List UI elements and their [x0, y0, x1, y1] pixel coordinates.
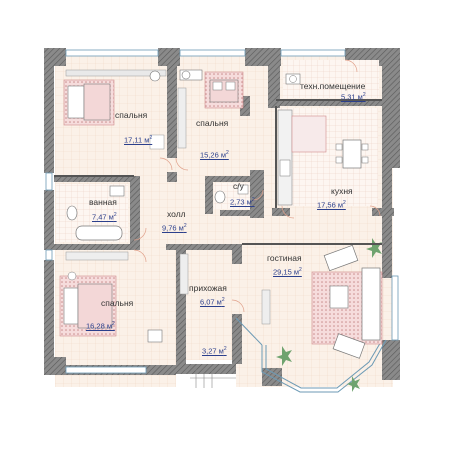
- door-swings: [133, 59, 381, 313]
- kitchen-fixtures: [277, 108, 378, 206]
- room-label-bathroom: ванная: [89, 197, 117, 207]
- bedroom-top-mid-furniture: [177, 69, 244, 149]
- room-label-living-room: гостиная: [267, 253, 302, 263]
- bay-window: [235, 317, 387, 393]
- living-room-furniture: [261, 238, 383, 392]
- room-area-kitchen: 17,56 м2: [317, 200, 346, 210]
- room-area-tech-room: 5,31 м2: [341, 92, 366, 102]
- outer-walls: [44, 48, 400, 386]
- room-area-hall: 9,76 м2: [162, 223, 187, 233]
- room-area-entry: 6,07 м2: [200, 297, 225, 307]
- bathroom-fixtures: [56, 184, 128, 242]
- room-label-wc: с/у: [233, 181, 244, 191]
- room-area-porch: 3,27 м2: [202, 346, 227, 356]
- entry-fixtures: [179, 253, 236, 388]
- room-area-bedroom-top-left: 17,11 м2: [124, 135, 153, 145]
- room-label-entry: прихожая: [189, 283, 227, 293]
- room-area-bedroom-bottom: 16,28 м2: [86, 321, 115, 331]
- wc-fixtures: [214, 183, 250, 209]
- room-label-bedroom-top-left: спальня: [115, 110, 148, 120]
- bedroom-bottom-furniture: [59, 251, 163, 343]
- room-label-kitchen: кухня: [331, 186, 353, 196]
- tech-room-fixtures: [283, 60, 379, 98]
- partitions: [54, 99, 382, 245]
- room-label-hall: холл: [167, 209, 186, 219]
- room-area-living-room: 29,15 м2: [273, 267, 302, 277]
- bedroom-top-left-furniture: [63, 69, 167, 150]
- room-area-bedroom-top-mid: 15,26 м2: [200, 150, 229, 160]
- room-label-bedroom-bottom: спальня: [101, 298, 134, 308]
- room-label-tech-room: техн.помещение: [300, 81, 366, 91]
- room-area-wc: 2,73 м2: [230, 197, 255, 207]
- room-label-bedroom-top-mid: спальня: [196, 118, 229, 128]
- windows: [45, 49, 399, 374]
- room-area-bathroom: 7,47 м2: [92, 212, 117, 222]
